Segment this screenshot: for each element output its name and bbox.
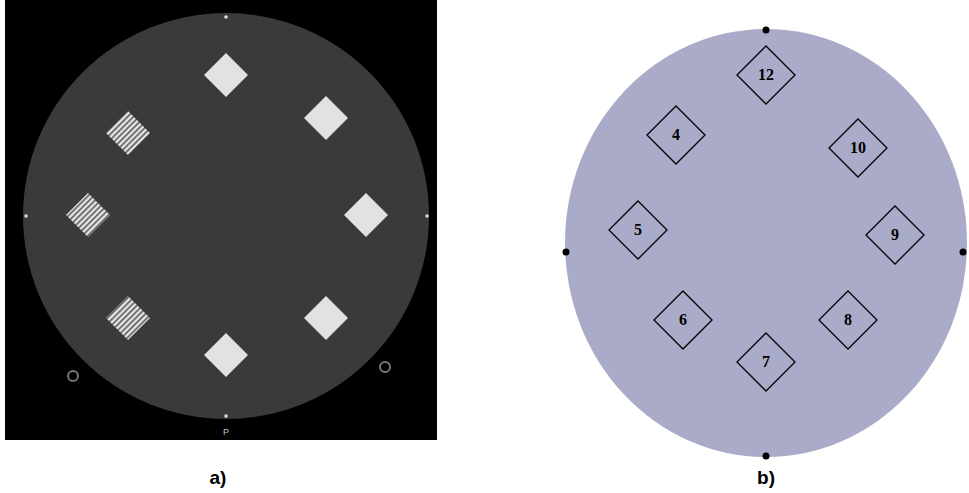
insert-diamond: 12: [736, 45, 796, 105]
ct-holes: [68, 362, 390, 381]
insert-diamond: 5: [608, 200, 668, 260]
ct-inserts: [204, 53, 388, 377]
insert-diamond: 10: [828, 118, 888, 178]
ct-background: [5, 0, 437, 440]
panel-label: a): [210, 467, 227, 489]
insert-number: 10: [828, 118, 888, 178]
phantom-outline: [565, 29, 967, 457]
panel-label: b): [757, 467, 775, 489]
insert-number: 5: [608, 200, 668, 260]
insert-number: 8: [818, 290, 878, 350]
insert-diamond: 7: [736, 332, 796, 392]
ct-markers: [24, 15, 429, 418]
insert-diamond: 6: [653, 290, 713, 350]
phantom-section: [23, 13, 429, 419]
schematic-markers: [563, 27, 967, 460]
insert-diamond: 9: [865, 205, 925, 265]
ct-resolution-inserts: [66, 111, 150, 340]
insert-number: 12: [736, 45, 796, 105]
insert-number: 6: [653, 290, 713, 350]
insert-diamond: 4: [646, 105, 706, 165]
orientation-marker: P: [223, 427, 229, 437]
insert-diamond: 8: [818, 290, 878, 350]
insert-number: 7: [736, 332, 796, 392]
insert-number: 4: [646, 105, 706, 165]
insert-number: 9: [865, 205, 925, 265]
